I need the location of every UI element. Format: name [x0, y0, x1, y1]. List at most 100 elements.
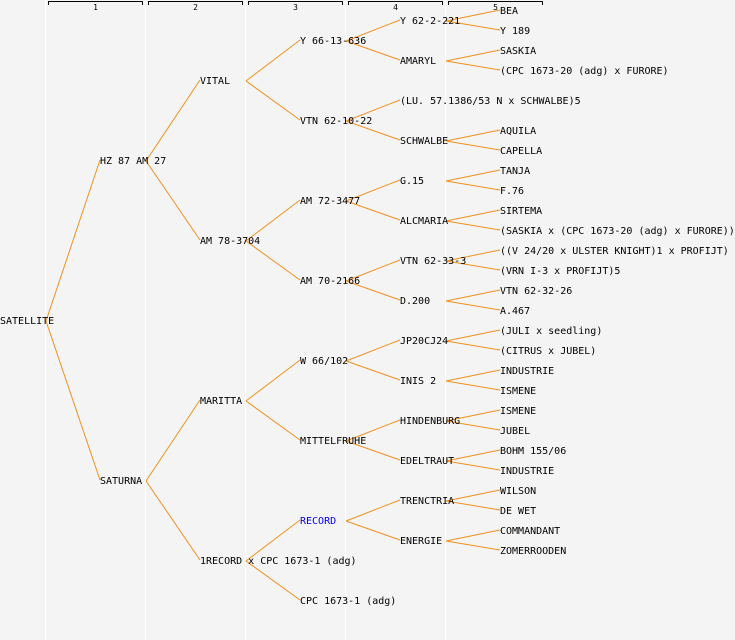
pedigree-connector-line	[445, 409, 501, 422]
pedigree-connector-line	[445, 489, 501, 502]
pedigree-connector-line	[445, 369, 501, 382]
pedigree-connector-line	[345, 40, 401, 61]
pedigree-node: TANJA	[500, 166, 531, 177]
column-separator	[245, 0, 246, 640]
generation-header: 3	[248, 1, 343, 12]
pedigree-node: (CITRUS x JUBEL)	[500, 346, 597, 357]
pedigree-connector-line	[345, 120, 401, 141]
pedigree-connector-line	[345, 419, 401, 442]
pedigree-node: VTN 62-33-3	[400, 256, 467, 267]
column-separator	[345, 0, 346, 640]
pedigree-connector-line	[445, 340, 501, 351]
pedigree-connector-line	[445, 20, 501, 31]
pedigree-node: SATURNA	[100, 476, 143, 487]
pedigree-node: F.76	[500, 186, 525, 197]
pedigree-node: (SASKIA x (CPC 1673-20 (adg) x FURORE))	[500, 226, 735, 237]
pedigree-node: ISMENE	[500, 386, 537, 397]
pedigree-connector-line	[145, 160, 201, 241]
pedigree-node: SIRTEMA	[500, 206, 543, 217]
pedigree-node: BEA	[500, 6, 519, 17]
pedigree-connector-line	[445, 300, 501, 311]
pedigree-connector-line	[445, 289, 501, 302]
pedigree-node: VITAL	[200, 76, 231, 87]
pedigree-connector-line	[145, 480, 201, 561]
pedigree-node: AM 78-3704	[200, 236, 261, 247]
pedigree-connector-line	[345, 520, 401, 541]
pedigree-connector-line	[445, 260, 501, 271]
pedigree-connector-line	[45, 159, 101, 322]
column-separator	[445, 0, 446, 640]
pedigree-connector-line	[345, 200, 401, 221]
pedigree-node: D.200	[400, 296, 431, 307]
pedigree-node: A.467	[500, 306, 531, 317]
pedigree-node: DE WET	[500, 506, 537, 517]
pedigree-connector-line	[145, 399, 201, 482]
pedigree-node: ISMENE	[500, 406, 537, 417]
pedigree-connector-line	[345, 499, 401, 522]
pedigree-node: G.15	[400, 176, 425, 187]
pedigree-node: HINDENBURG	[400, 416, 461, 427]
generation-header: 4	[348, 1, 443, 12]
pedigree-node: JP20CJ24	[400, 336, 449, 347]
pedigree-node: W 66/102	[300, 356, 349, 367]
pedigree-node: BOHM 155/06	[500, 446, 567, 457]
column-separator	[145, 0, 146, 640]
pedigree-node: AM 72-3477	[300, 196, 361, 207]
generation-number: 5	[493, 3, 498, 12]
pedigree-node: SASKIA	[500, 46, 537, 57]
pedigree-connector-line	[245, 240, 301, 281]
pedigree-connector-line	[445, 249, 501, 262]
pedigree-connector-line	[245, 400, 301, 441]
pedigree-node: ALCMARIA	[400, 216, 449, 227]
pedigree-connector-line	[445, 529, 501, 542]
pedigree-node: MITTELFRUHE	[300, 436, 367, 447]
pedigree-connector-line	[345, 179, 401, 202]
pedigree-node: EDELTRAUT	[400, 456, 455, 467]
pedigree-node: (VRN I-3 x PROFIJT)5	[500, 266, 621, 277]
pedigree-node: (LU. 57.1386/53 N x SCHWALBE)5	[400, 96, 581, 107]
pedigree-node: AQUILA	[500, 126, 537, 137]
pedigree-connector-line	[245, 560, 301, 601]
pedigree-node: MARITTA	[200, 396, 243, 407]
pedigree-node: WILSON	[500, 486, 537, 497]
pedigree-node: ZOMERROODEN	[500, 546, 567, 557]
pedigree-node: JUBEL	[500, 426, 531, 437]
generation-number: 4	[393, 3, 398, 12]
pedigree-connector-line	[245, 39, 301, 82]
generation-header: 5	[448, 1, 543, 12]
pedigree-node: Y 189	[500, 26, 531, 37]
pedigree-node: HZ 87 AM 27	[100, 156, 167, 167]
pedigree-node-link[interactable]: RECORD	[300, 516, 337, 527]
pedigree-connector-line	[245, 80, 301, 121]
pedigree-connector-line	[445, 49, 501, 62]
pedigree-node: CAPELLA	[500, 146, 543, 157]
pedigree-node: COMMANDANT	[500, 526, 561, 537]
pedigree-connector-line	[445, 449, 501, 462]
pedigree-connector-line	[345, 259, 401, 282]
pedigree-node: (CPC 1673-20 (adg) x FURORE)	[500, 66, 669, 77]
pedigree-node: CPC 1673-1 (adg)	[300, 596, 397, 607]
pedigree-node: Y 62-2-221	[400, 16, 461, 27]
pedigree-connector-line	[445, 129, 501, 142]
generation-header: 1	[48, 1, 143, 12]
pedigree-node: INIS 2	[400, 376, 437, 387]
pedigree-connector-line	[245, 519, 301, 562]
generation-number: 3	[293, 3, 298, 12]
pedigree-node: ENERGIE	[400, 536, 443, 547]
pedigree-node: VTN 62-32-26	[500, 286, 573, 297]
pedigree-connector-line	[145, 79, 201, 162]
pedigree-node: VTN 62-10-22	[300, 116, 373, 127]
pedigree-connector-line	[245, 199, 301, 242]
pedigree-node: 1RECORD x CPC 1673-1 (adg)	[200, 556, 357, 567]
pedigree-connector-line	[445, 420, 501, 431]
pedigree-connector-line	[445, 209, 501, 222]
column-separator	[45, 0, 46, 640]
pedigree-connector-line	[445, 140, 501, 151]
pedigree-connector-line	[445, 220, 501, 231]
pedigree-node: INDUSTRIE	[500, 366, 555, 377]
pedigree-connector-line	[445, 540, 501, 551]
pedigree-connector-line	[445, 329, 501, 342]
pedigree-connector-line	[445, 500, 501, 511]
pedigree-node: Y 66-13-636	[300, 36, 367, 47]
generation-number: 2	[193, 3, 198, 12]
